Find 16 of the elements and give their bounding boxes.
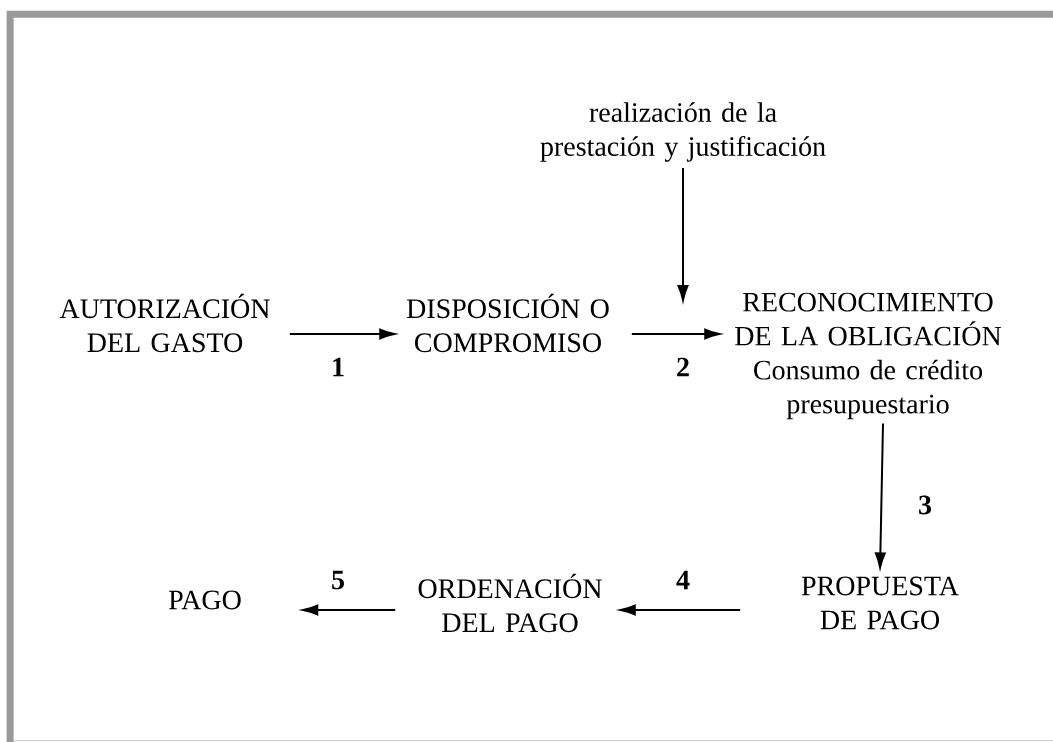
step-label: PAGO xyxy=(169,590,241,610)
step-label: ORDENACIÓN DEL PAGO xyxy=(418,573,602,633)
source-text: realización de la prestación y justificación xyxy=(540,102,826,162)
arrow xyxy=(619,604,742,616)
step-label: AUTORIZACIÓN DEL GASTO xyxy=(59,293,270,353)
step-label: PROPUESTA DE PAGO xyxy=(801,576,959,630)
arrow xyxy=(288,328,396,340)
step-label: DISPOSICIÓN O COMPROMISO xyxy=(406,293,609,353)
edge-label: 1 xyxy=(329,356,347,378)
edge-label: 2 xyxy=(674,356,692,378)
edge-label: 5 xyxy=(329,569,347,591)
edge-label: 4 xyxy=(674,569,692,591)
edge-label: 3 xyxy=(916,494,934,516)
step-label: RECONOCIMIENTO DE LA OBLIGACIÓN Consumo de crédito presupuestario xyxy=(735,292,1002,420)
arrow xyxy=(874,422,886,569)
arrow xyxy=(630,328,721,340)
